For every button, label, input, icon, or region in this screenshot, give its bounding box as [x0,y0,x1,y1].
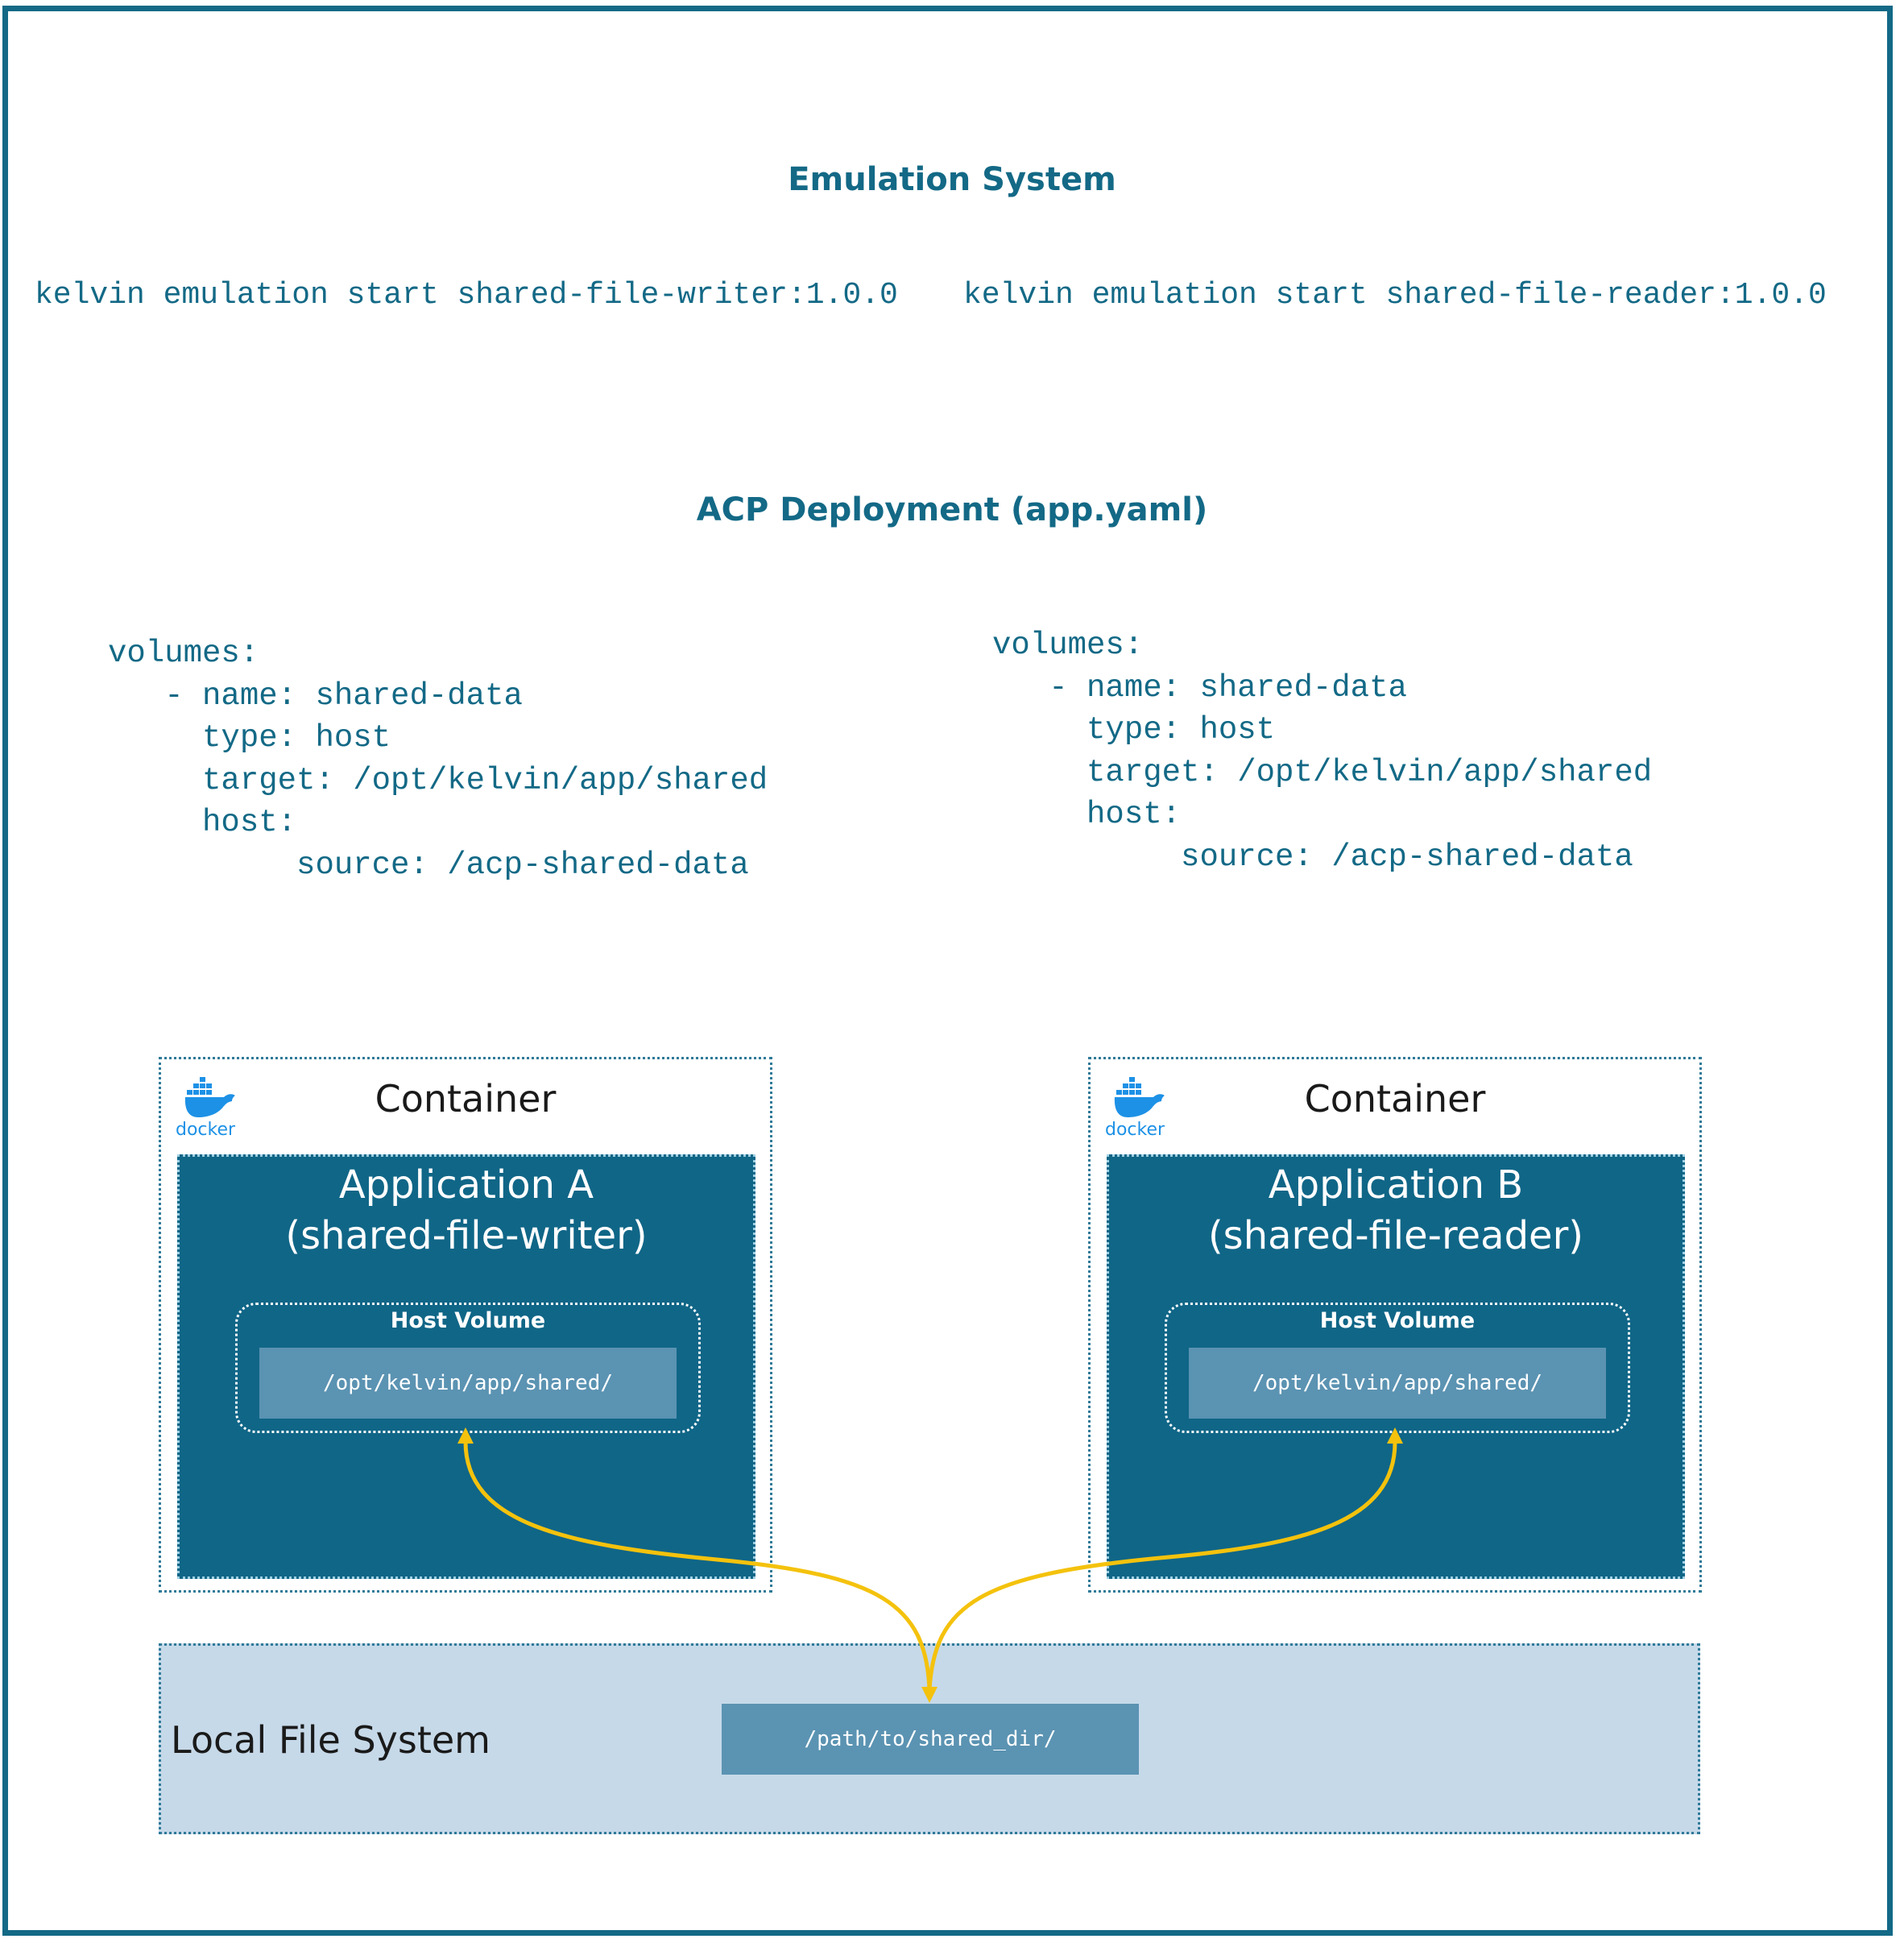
yaml-line: type: host [992,712,1276,748]
yaml-line: source: /acp-shared-data [108,847,749,883]
yaml-line: source: /acp-shared-data [992,839,1633,875]
emulation-system-title: Emulation System [788,161,1116,198]
yaml-line: - name: shared-data [992,670,1407,706]
container-title: Container [1304,1077,1486,1121]
docker-logo-text: docker [1105,1120,1165,1140]
yaml-line: target: /opt/kelvin/app/shared [992,755,1653,790]
yaml-line: target: /opt/kelvin/app/shared [108,763,768,798]
application-title: Application B (shared-file-reader) [1109,1157,1683,1262]
local-file-system-label: Local File System [171,1718,490,1762]
host-volume: Host Volume /opt/kelvin/app/shared/ [235,1303,701,1433]
shared-dir-path: /path/to/shared_dir/ [722,1704,1139,1775]
yaml-line: host: [108,805,297,840]
yaml-line: type: host [108,720,391,756]
host-volume-label: Host Volume [390,1308,546,1333]
acp-deployment-title: ACP Deployment (app.yaml) [696,491,1208,528]
container-b: docker Container Application B (shared-f… [1088,1057,1702,1593]
container-title: Container [375,1077,557,1121]
diagram-frame [2,6,1893,1936]
docker-logo-text: docker [176,1120,236,1140]
yaml-line: host: [992,797,1182,832]
host-volume-label: Host Volume [1319,1308,1476,1333]
volume-path: /opt/kelvin/app/shared/ [259,1348,677,1419]
local-file-system: Local File System /path/to/shared_dir/ [159,1643,1700,1834]
application-a: Application A (shared-file-writer) Host … [177,1154,755,1579]
host-volume: Host Volume /opt/kelvin/app/shared/ [1165,1303,1630,1433]
docker-logo-icon: docker [1105,1077,1165,1140]
docker-logo-icon: docker [176,1077,236,1140]
yaml-line: volumes: [992,628,1144,663]
application-b: Application B (shared-file-reader) Host … [1107,1154,1685,1579]
container-a: docker Container Application A (shared-f… [159,1057,772,1593]
application-name: Application A [338,1162,594,1208]
yaml-line: - name: shared-data [108,678,523,714]
application-title: Application A (shared-file-writer) [180,1157,753,1262]
yaml-line: volumes: [108,636,259,671]
application-name: Application B [1268,1162,1524,1208]
writer-command: kelvin emulation start shared-file-write… [35,278,898,313]
reader-command: kelvin emulation start shared-file-reade… [963,278,1827,313]
application-subtitle: (shared-file-reader) [1207,1213,1584,1258]
application-subtitle: (shared-file-writer) [285,1213,648,1258]
volume-path: /opt/kelvin/app/shared/ [1189,1348,1606,1419]
